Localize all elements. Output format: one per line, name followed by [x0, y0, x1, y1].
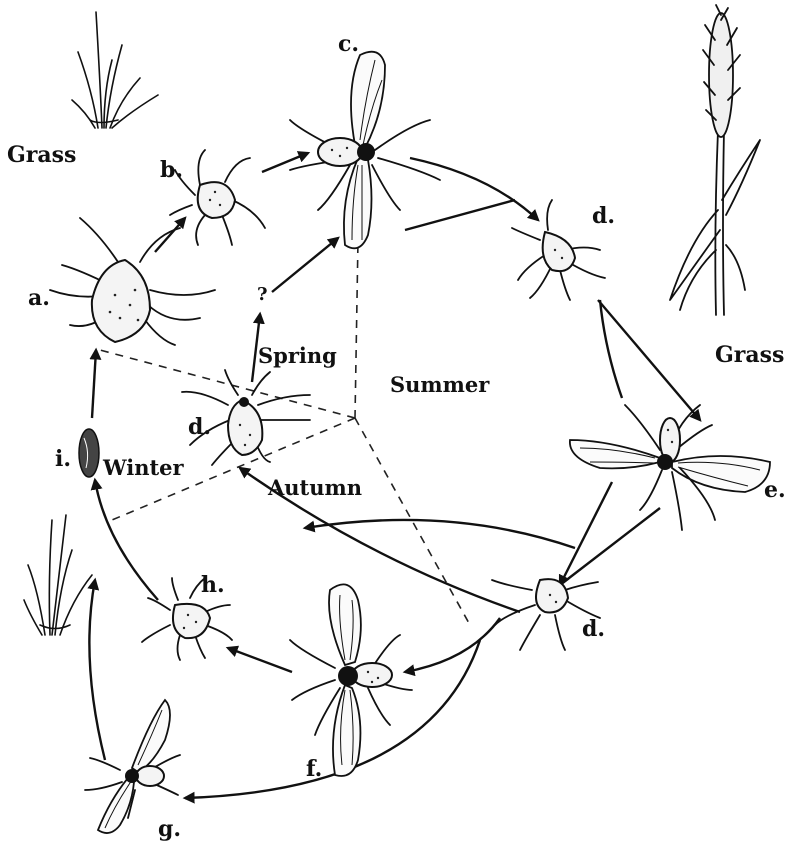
grass-right-wheat-illustration [670, 5, 760, 315]
aphid-a-illustration [50, 218, 215, 345]
aphid-g-winged-illustration [85, 700, 180, 833]
stage-label-d-top: d. [592, 203, 615, 229]
stage-label-e: e. [764, 477, 786, 503]
stage-label-g: g. [158, 816, 181, 842]
aphid-egg-i-illustration [79, 429, 99, 477]
stage-label-a: a. [28, 285, 50, 311]
stage-label-f: f. [306, 756, 322, 782]
season-winter-label: Winter [102, 455, 185, 480]
aphid-e-winged-illustration [570, 405, 770, 530]
stage-label-h: h. [201, 572, 225, 598]
grass-left-bottom-illustration [24, 515, 92, 635]
stage-label-c: c. [338, 31, 359, 57]
grass-left-top-illustration [72, 12, 158, 128]
stage-label-b: b. [160, 157, 183, 183]
grass-right-label: Grass [715, 342, 784, 368]
question-mark-label: ? [257, 284, 268, 305]
season-summer-label: Summer [390, 372, 490, 397]
aphid-b-illustration [170, 150, 265, 245]
season-autumn-label: Autumn [267, 475, 362, 500]
season-dividers [100, 240, 470, 625]
stage-label-d-lower: d. [582, 616, 605, 642]
season-spring-label: Spring [258, 343, 337, 368]
grass-left-label: Grass [7, 142, 76, 168]
stage-label-i: i. [55, 446, 71, 472]
stage-label-d-center: d. [188, 414, 211, 440]
aphid-c-winged-illustration [290, 52, 440, 249]
